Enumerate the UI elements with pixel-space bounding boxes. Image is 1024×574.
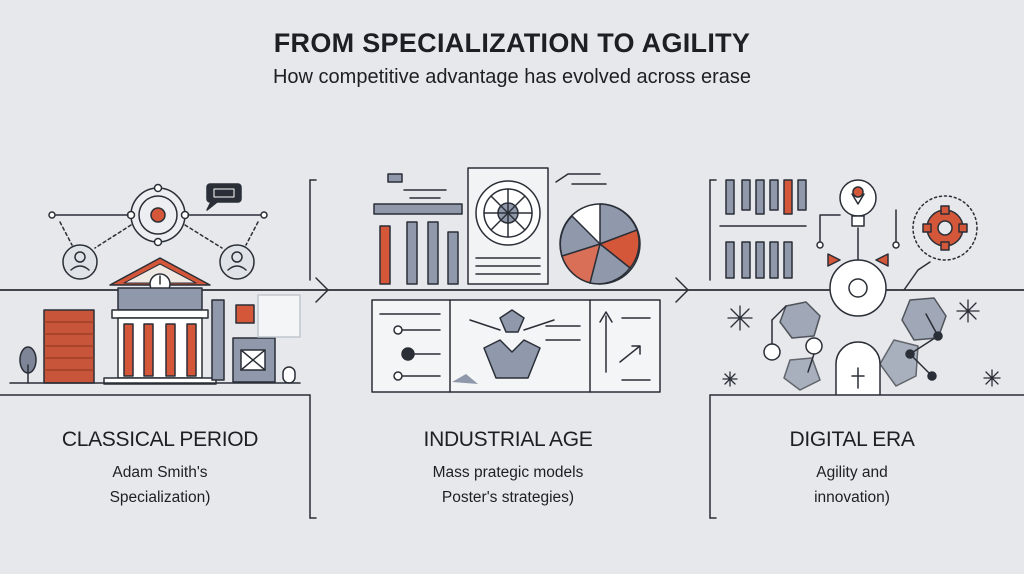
- era-desc-line: Mass prategic models: [432, 464, 584, 481]
- era-desc-line: Poster's strategies): [441, 489, 575, 506]
- bar-chart-icon: [373, 173, 463, 285]
- user-icon: [219, 244, 255, 280]
- lightbulb-icon: [839, 179, 877, 227]
- network-icon: [48, 183, 268, 249]
- process-chart-icon: [371, 299, 661, 393]
- page-title: FROM SPECIALIZATION TO AGILITY: [273, 28, 751, 58]
- digital-illustration: [719, 179, 1001, 395]
- hub-icon: [829, 227, 887, 317]
- machine-wheel-icon: [467, 167, 549, 285]
- era-description-digital: Agility and innovation): [702, 460, 1002, 510]
- node-graph-icon: [763, 297, 947, 391]
- chat-icon: [206, 183, 242, 211]
- building-icon: [103, 257, 217, 385]
- sparkle-icons: [722, 299, 1001, 387]
- industrial-illustration: [371, 167, 661, 393]
- arrow-right-icon: [315, 277, 329, 303]
- gear-icon: [903, 195, 978, 291]
- bar-grid-icon: [719, 179, 807, 279]
- classical-illustration: [9, 183, 301, 385]
- pie-chart-icon: [555, 173, 641, 285]
- era-title-industrial: INDUSTRIAL AGE: [423, 428, 593, 451]
- era-desc-line: Agility and: [816, 464, 888, 481]
- user-icon: [62, 244, 98, 280]
- tree-icon: [19, 346, 37, 384]
- brick-wall-icon: [43, 309, 95, 384]
- era-desc-line: innovation): [814, 489, 890, 506]
- circuit-lines: [816, 209, 900, 267]
- era-title-digital: DIGITAL ERA: [789, 428, 915, 451]
- era-desc-line: Specialization): [109, 489, 211, 506]
- era-title-classical: CLASSICAL PERIOD: [61, 428, 259, 451]
- dome-icon: [835, 341, 881, 395]
- era-desc-line: Adam Smith's: [112, 464, 208, 481]
- era-description-industrial: Mass prategic models Poster's strategies…: [358, 460, 658, 510]
- era-description-classical: Adam Smith's Specialization): [10, 460, 310, 510]
- side-building-icon: [211, 294, 301, 384]
- arrow-right-icon: [675, 277, 689, 303]
- page-subtitle: How competitive advantage has evolved ac…: [272, 66, 752, 88]
